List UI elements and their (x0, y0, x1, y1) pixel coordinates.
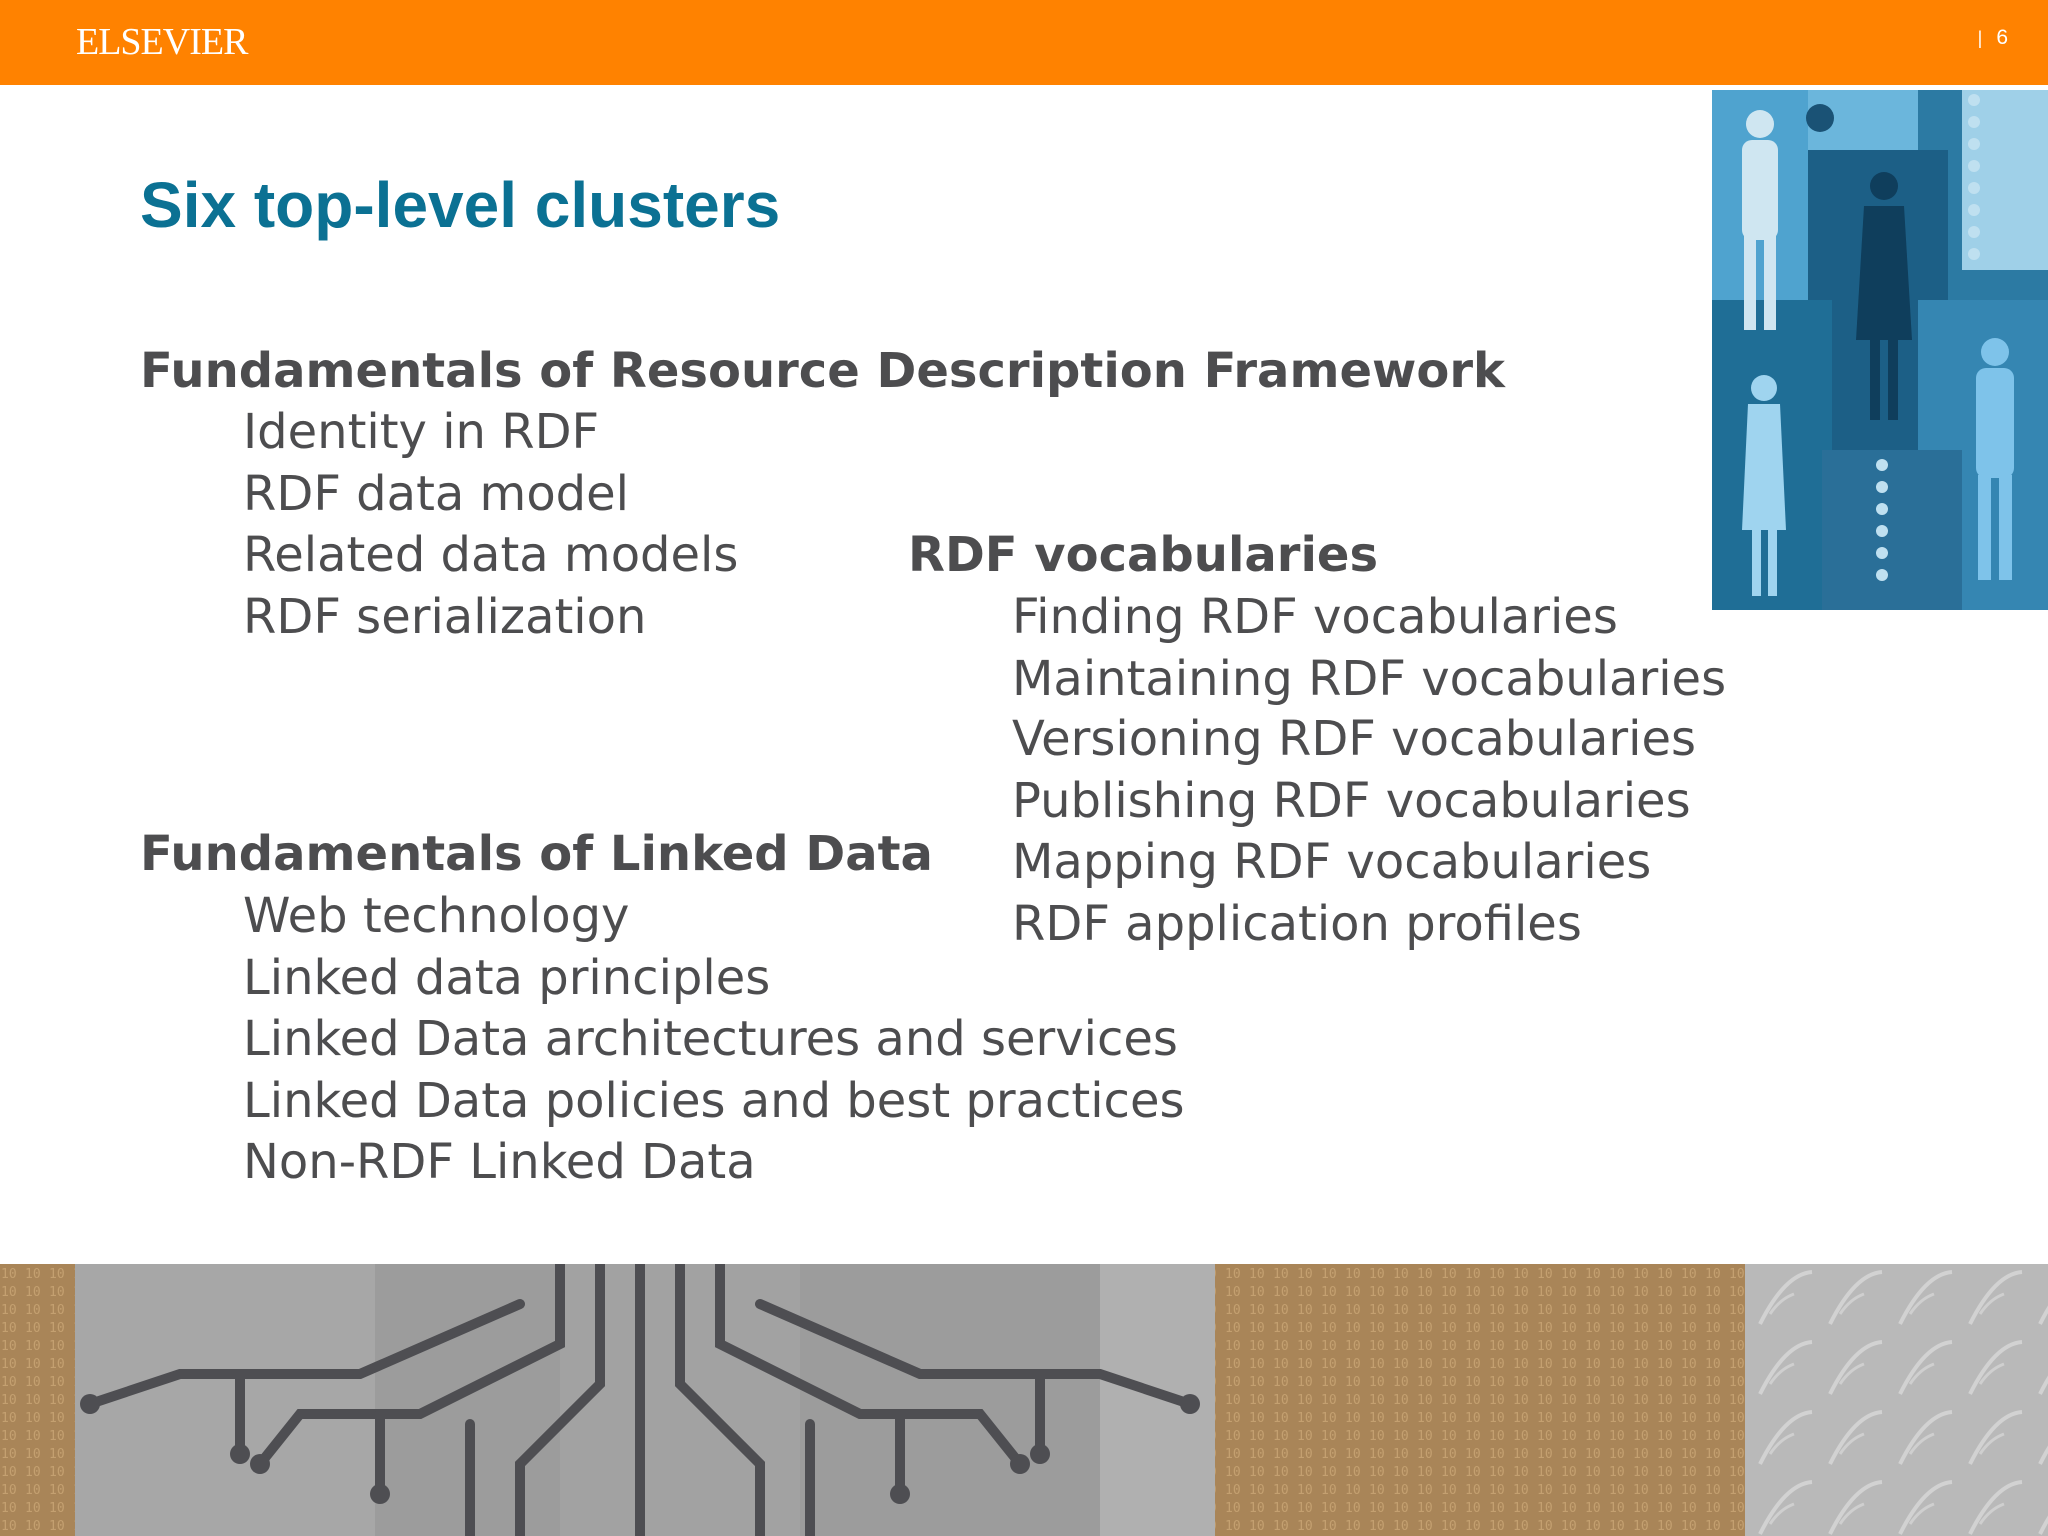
elsevier-logo: ELSEVIER (76, 21, 248, 63)
list-item: RDF application profiles (1012, 896, 1582, 952)
list-item: Mapping RDF vocabularies (1012, 834, 1652, 890)
list-item: Related data models (243, 527, 739, 583)
cluster-heading-rdf-fundamentals: Fundamentals of Resource Description Fra… (140, 343, 1505, 399)
list-item: Linked Data architectures and services (243, 1011, 1178, 1067)
circuit-footer-graphic: 10 (0, 1264, 2048, 1536)
list-item: Linked data principles (243, 950, 771, 1006)
cluster-heading-linked-data: Fundamentals of Linked Data (140, 826, 933, 882)
page-indicator: |6 (1978, 26, 2008, 50)
header-bar: ELSEVIER |6 (0, 0, 2048, 85)
list-item: Publishing RDF vocabularies (1012, 773, 1691, 829)
list-item: Web technology (243, 888, 630, 944)
list-item: RDF serialization (243, 589, 647, 645)
circuit-footer-banner: 10 (0, 1264, 2048, 1536)
people-illustration (1712, 90, 2048, 610)
list-item: Non-RDF Linked Data (243, 1134, 756, 1190)
slide-title: Six top-level clusters (140, 169, 781, 241)
cluster-heading-rdf-vocabularies: RDF vocabularies (908, 527, 1379, 583)
people-illustration-graphic (1712, 90, 2048, 610)
page-number: 6 (1996, 26, 2008, 49)
list-item: RDF data model (243, 466, 630, 522)
list-item: Linked Data policies and best practices (243, 1073, 1185, 1129)
list-item: Versioning RDF vocabularies (1012, 711, 1696, 767)
list-item: Finding RDF vocabularies (1012, 589, 1618, 645)
page-separator: | (1977, 28, 1983, 48)
list-item: Maintaining RDF vocabularies (1012, 651, 1727, 707)
list-item: Identity in RDF (243, 404, 600, 460)
